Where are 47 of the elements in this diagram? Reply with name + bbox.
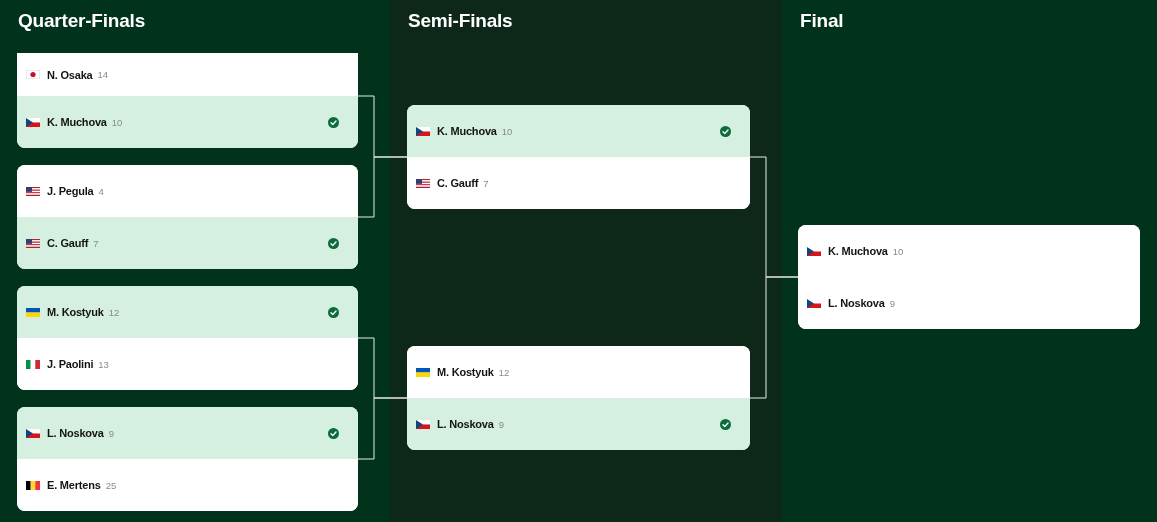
player-name: L. Noskova <box>828 297 885 309</box>
seed-number: 12 <box>108 306 120 318</box>
seed-number: 9 <box>498 418 504 430</box>
seed-number: 25 <box>105 479 117 491</box>
bracket-line <box>357 156 408 218</box>
player-name: J. Pegula <box>47 185 94 197</box>
round-column <box>390 0 782 522</box>
player-name: M. Kostyuk <box>437 366 494 378</box>
seed-number: 7 <box>483 177 489 189</box>
seed-number: 4 <box>98 185 104 197</box>
seed-number: 13 <box>98 358 109 370</box>
player-row <box>17 407 358 459</box>
player-name: J. Paolini <box>47 358 94 370</box>
player-row <box>17 96 358 148</box>
match-card <box>407 346 750 450</box>
player-name: K. Muchova <box>437 125 497 137</box>
player-name: E. Mertens <box>47 479 101 491</box>
round-heading: Final <box>800 10 844 32</box>
player-name: N. Osaka <box>47 68 93 81</box>
seed-number: 12 <box>498 366 510 378</box>
player-name: M. Kostyuk <box>47 306 104 318</box>
bracket-line <box>749 276 799 399</box>
round-heading: Quarter-Finals <box>18 10 146 32</box>
player-name: C. Gauff <box>47 237 89 249</box>
seed-number: 10 <box>892 245 904 257</box>
seed-number: 10 <box>501 125 513 137</box>
seed-number: 9 <box>889 297 895 309</box>
player-name: L. Noskova <box>47 427 104 439</box>
seed-number: 14 <box>97 69 109 80</box>
seed-number: 9 <box>108 427 114 439</box>
player-name: C. Gauff <box>437 177 479 189</box>
player-row <box>407 398 750 450</box>
bracket-line <box>357 397 408 460</box>
seed-number: 10 <box>111 116 123 128</box>
player-name: K. Muchova <box>47 116 107 128</box>
player-row <box>17 217 358 269</box>
player-name: L. Noskova <box>437 418 494 430</box>
match-card <box>17 165 358 269</box>
player-row <box>17 286 358 338</box>
seed-number: 7 <box>93 237 99 249</box>
match-card <box>17 407 358 511</box>
player-name: K. Muchova <box>828 245 888 257</box>
match-card <box>407 105 750 209</box>
match-card <box>798 225 1140 329</box>
round-heading: Semi-Finals <box>408 10 513 32</box>
match-card <box>17 286 358 390</box>
player-row <box>407 105 750 157</box>
